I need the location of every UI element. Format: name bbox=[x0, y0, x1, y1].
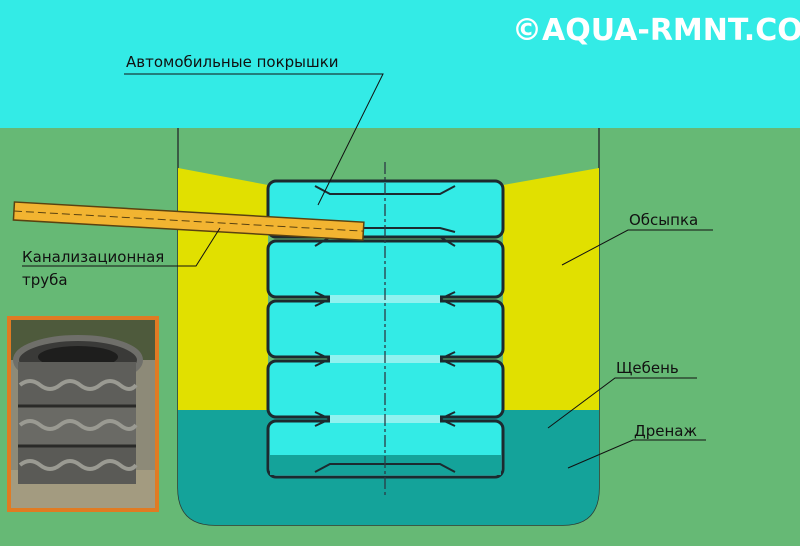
leader-pipe bbox=[22, 227, 221, 267]
watermark: ©AQUA-RMNT.COM bbox=[512, 13, 800, 48]
leader-tires bbox=[124, 73, 384, 206]
label-pipe-line2: труба bbox=[22, 271, 68, 289]
label-tires: Автомобильные покрышки bbox=[126, 53, 339, 71]
label-drainage: Дренаж bbox=[634, 422, 697, 440]
backfill-right bbox=[503, 168, 599, 410]
leader-lines bbox=[22, 73, 713, 469]
backfill-left bbox=[178, 168, 268, 410]
sewer-pipe bbox=[12, 201, 365, 241]
leader-drainage bbox=[567, 439, 706, 469]
tire-stack bbox=[266, 179, 505, 479]
label-backfill: Обсыпка bbox=[629, 211, 698, 229]
leader-backfill bbox=[561, 229, 713, 266]
stacked-tires-photo bbox=[7, 316, 159, 512]
sky-area bbox=[0, 0, 800, 128]
leader-gravel bbox=[547, 377, 697, 429]
label-gravel: Щебень bbox=[616, 359, 679, 377]
label-pipe-line1: Канализационная bbox=[22, 248, 164, 266]
